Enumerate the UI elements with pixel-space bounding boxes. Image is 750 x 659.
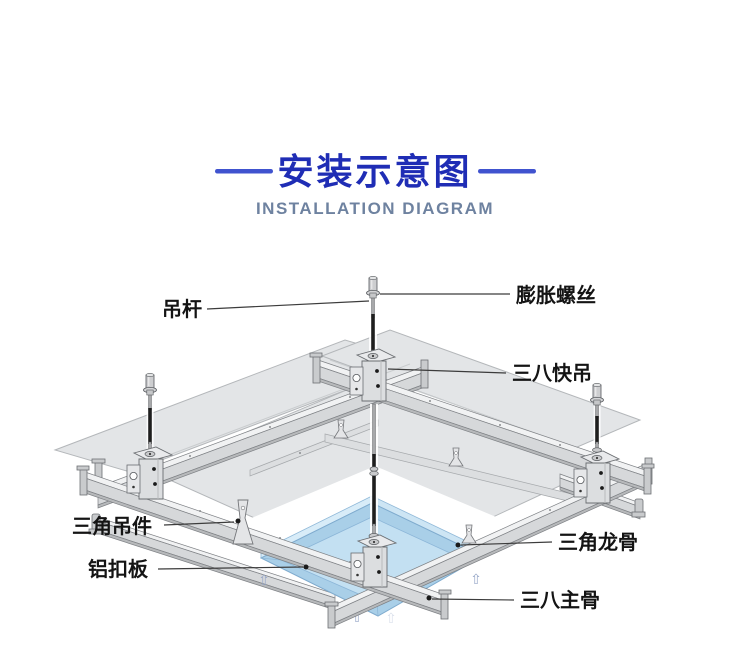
- hanging-rod-top: [349, 275, 396, 402]
- label-triangle-hanger: 三角吊件: [72, 514, 241, 538]
- label-hanging-rod: 吊杆: [162, 297, 370, 321]
- hanging-rod-right: [573, 382, 620, 504]
- expansion-bolt-icon: [143, 372, 157, 396]
- label-aluminum-panel: 铝扣板: [88, 557, 309, 581]
- page-subtitle: INSTALLATION DIAGRAM: [256, 199, 494, 218]
- label-triangle-keel: 三角龙骨: [455, 530, 638, 554]
- label-main-keel-text: 三八主骨: [520, 588, 600, 612]
- label-main-keel: 三八主骨: [426, 588, 600, 612]
- arrow-up-icon: ⇧: [351, 610, 363, 626]
- label-aluminum-panel-text: 铝扣板: [88, 557, 149, 581]
- page-title: 安装示意图: [277, 152, 472, 193]
- arrow-up-icon: ⇧: [470, 572, 482, 588]
- label-expansion-screw-text: 膨胀螺丝: [515, 283, 596, 307]
- threaded-rod-dark: [595, 416, 599, 444]
- arrow-up-icon: ⇧: [258, 573, 270, 589]
- label-triangle-hanger-text: 三角吊件: [72, 514, 152, 538]
- hanging-rod-center: [350, 403, 397, 588]
- label-triangle-keel-text: 三角龙骨: [558, 530, 638, 554]
- label-quick-hanger-text: 三八快吊: [512, 361, 592, 385]
- expansion-bolt-icon: [366, 275, 380, 299]
- title-dash-right: [478, 169, 536, 174]
- arrow-up-icon: ⇧: [385, 611, 397, 627]
- label-expansion-screw: 膨胀螺丝: [380, 283, 596, 307]
- label-quick-hanger: 三八快吊: [387, 361, 592, 385]
- hanging-rod-left: [126, 372, 173, 500]
- threaded-rod-dark: [148, 408, 152, 444]
- title-dash-left: [215, 169, 273, 174]
- part-labels: 吊杆 膨胀螺丝 三八快吊 三角吊件 铝扣板 三角龙骨 三八主骨: [72, 283, 638, 612]
- label-hanging-rod-text: 吊杆: [162, 297, 202, 321]
- header: 安装示意图 INSTALLATION DIAGRAM: [215, 152, 536, 218]
- threaded-rod-dark: [372, 454, 376, 526]
- expansion-bolt-icon: [590, 382, 604, 406]
- triangle-hanger-clip: [232, 499, 254, 545]
- triangle-keel-upper-left: [91, 359, 429, 509]
- triangle-keel-left-group: [88, 513, 336, 611]
- main-keel-top: [309, 352, 655, 495]
- clip-direction-arrows: ⇧ ⇧ ⇧ ⇧: [258, 572, 482, 627]
- threaded-rod-dark: [371, 314, 375, 352]
